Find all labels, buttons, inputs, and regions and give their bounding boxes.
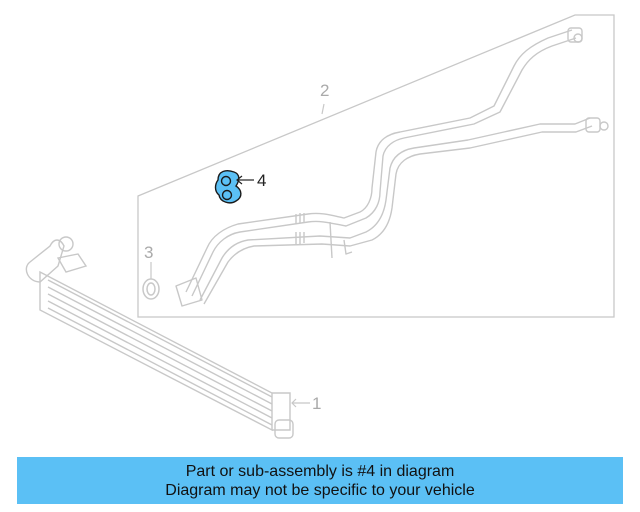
callout-2: 2 [320, 81, 330, 100]
oil-cooler-radiator [25, 236, 294, 439]
info-banner: Part or sub-assembly is #4 in diagram Di… [17, 457, 623, 504]
oil-cooler-lines [175, 27, 609, 307]
gasket-ring [142, 278, 160, 300]
callout-3: 3 [144, 243, 154, 262]
callout-4: 4 [257, 171, 267, 190]
assembly-panel-outline [137, 14, 615, 318]
callout-1: 1 [312, 394, 322, 413]
clamp-part-4 [214, 170, 242, 204]
banner-line-2: Diagram may not be specific to your vehi… [165, 481, 475, 499]
parts-diagram [25, 14, 615, 439]
banner-line-1: Part or sub-assembly is #4 in diagram [185, 462, 455, 480]
leader-lines [150, 103, 325, 408]
